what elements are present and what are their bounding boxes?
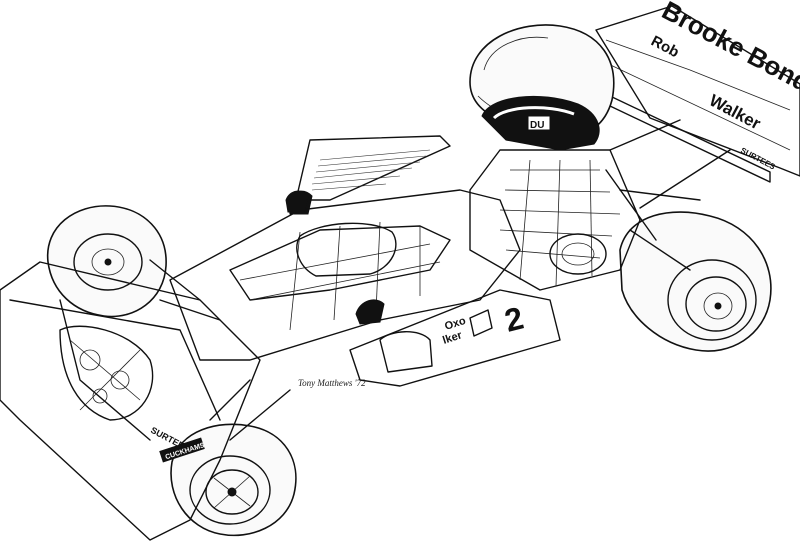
- front-tyre-upper: [46, 205, 167, 318]
- engine-block: [469, 149, 641, 291]
- front-tyre-lower: [170, 423, 297, 537]
- wing-sponsor-walker: Walker: [706, 91, 764, 134]
- sidepod-brand-b: lker: [441, 329, 464, 347]
- engine-air-intake: DU: [481, 95, 600, 151]
- front-suspension: [149, 259, 291, 441]
- monocoque-chassis: [169, 189, 521, 361]
- rear-suspension: [605, 119, 731, 271]
- side-radiator-panel: [287, 135, 451, 215]
- wing-brand-label: SURTEES: [739, 146, 777, 172]
- rear-wing: Brooke Bond Oxo Rob Walker SURTEES: [595, 0, 800, 183]
- sidepod-race-number: 2: [501, 300, 527, 339]
- mirror: [285, 190, 309, 213]
- artist-signature: Tony Matthews '72: [298, 378, 366, 388]
- airbox-label: DU: [530, 120, 544, 131]
- rear-tyre-bottom: [619, 211, 772, 352]
